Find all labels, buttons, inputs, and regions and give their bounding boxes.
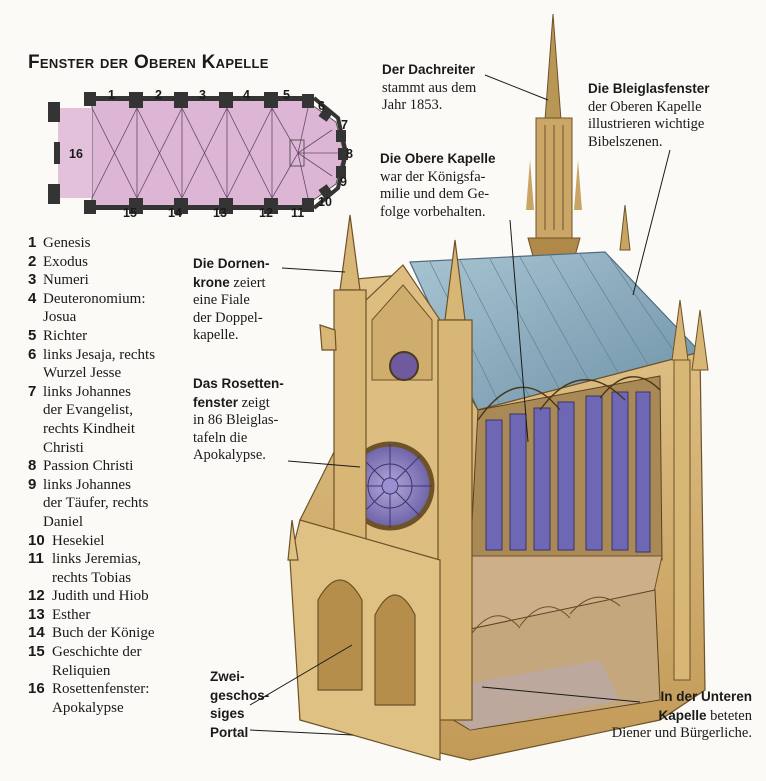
callout-dachreiter: Der Dachreiter stammt aus dem Jahr 1853. bbox=[382, 61, 476, 115]
callout-bleiglasfenster: Die Bleiglasfenster der Oberen Kapelle i… bbox=[588, 80, 710, 151]
portal-porch bbox=[288, 520, 440, 760]
callout-obere-kapelle: Die Obere Kapelle war der Königsfa- mili… bbox=[380, 150, 496, 221]
callout-rosettenfenster: Das Rosetten- fenster zeigt in 86 Bleigl… bbox=[193, 375, 284, 465]
small-rose-window bbox=[390, 352, 418, 380]
callout-untere-kapelle: In der Unteren Kapelle beteten Diener un… bbox=[612, 688, 752, 743]
callout-dornenkrone: Die Dornen- krone zeiert eine Fiale der … bbox=[193, 255, 270, 345]
callout-portal: Zwei- geschos- siges Portal bbox=[210, 668, 269, 742]
stained-glass-windows bbox=[486, 392, 650, 552]
